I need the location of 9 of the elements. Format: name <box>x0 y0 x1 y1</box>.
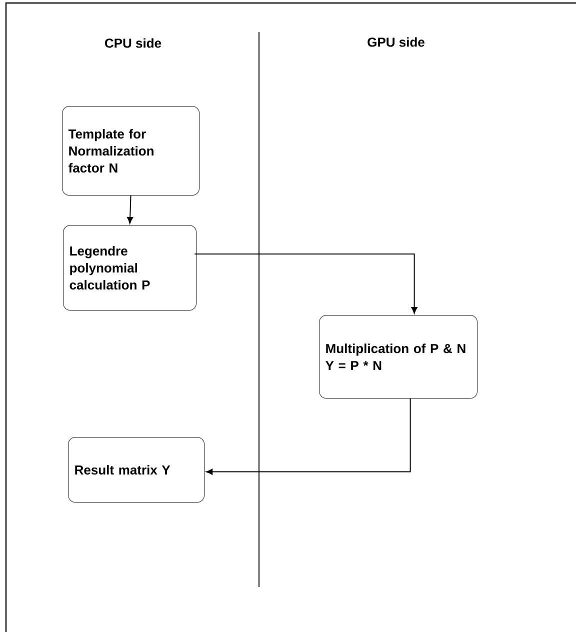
arrow <box>206 398 411 475</box>
process-box: Multiplication of P & N Y = P * N <box>319 315 478 399</box>
column-heading: CPU side <box>105 38 162 48</box>
process-box: Result matrix Y <box>68 437 205 503</box>
process-box: Template for Normalization factor N <box>62 106 200 196</box>
arrow <box>194 254 418 314</box>
arrow <box>127 195 134 224</box>
process-box: Legendre polynomial calculation P <box>63 225 197 311</box>
column-heading: GPU side <box>368 37 424 47</box>
